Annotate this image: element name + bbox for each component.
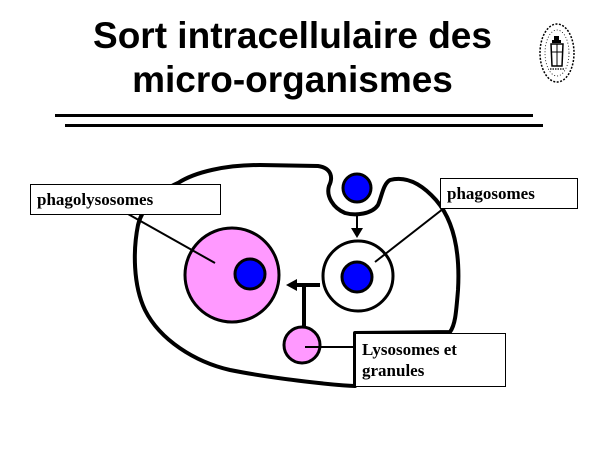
phagolysosome-leader-line [127, 213, 216, 264]
label-lysosomes-line-2: granules [362, 361, 425, 380]
slide-title-line-2: micro-organismes [132, 59, 453, 100]
title-divider-top [55, 114, 533, 117]
cell-membrane [132, 163, 461, 388]
label-phagosomes: phagosomes [440, 178, 578, 209]
university-seal-icon [539, 23, 575, 83]
phagolysosome-micro-organism [233, 257, 267, 291]
phagolysosome [183, 226, 281, 324]
engulfment-arrow-head [351, 228, 363, 238]
lysosome [282, 325, 322, 365]
slide-title-line-1: Sort intracellulaire des [93, 15, 492, 56]
label-lysosomes-granules: Lysosomes et granules [355, 333, 506, 387]
incoming-micro-organism [341, 172, 373, 204]
fusion-arrow-head [286, 279, 297, 291]
label-phagolysosomes: phagolysosomes [30, 184, 221, 215]
label-lysosomes-line-1: Lysosomes et [362, 340, 457, 359]
title-divider-bottom [65, 124, 543, 127]
slide-title: Sort intracellulaire des micro-organisme… [60, 14, 525, 102]
phagosome-leader-line [374, 204, 449, 263]
phagosome-micro-organism [340, 260, 374, 294]
